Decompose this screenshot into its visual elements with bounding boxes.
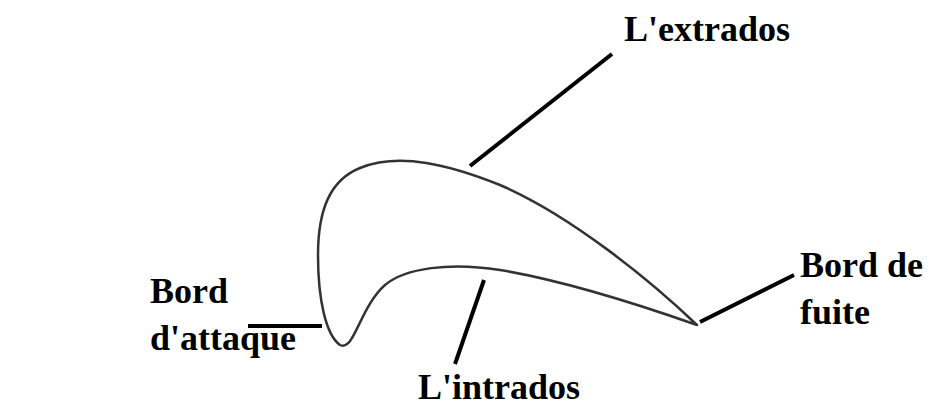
leader-line <box>455 280 484 364</box>
part-label: L'extrados <box>624 6 790 53</box>
part-label: L'intrados <box>418 364 580 411</box>
leader-line <box>470 54 612 166</box>
part-label: Bord d'attaque <box>150 268 320 362</box>
part-label: Bord de fuite <box>800 242 945 336</box>
blade-profile <box>318 161 697 346</box>
leader-line <box>700 275 794 322</box>
